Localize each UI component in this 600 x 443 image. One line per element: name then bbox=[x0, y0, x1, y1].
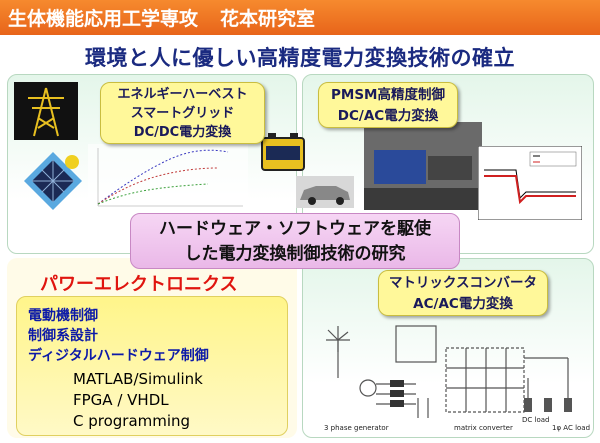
topics-box bbox=[16, 296, 288, 436]
summary-line-1: ハードウェア・ソフトウェアを駆使 bbox=[159, 219, 431, 239]
matrix-topic-box: マトリックスコンバータ AC/AC電力変換 bbox=[378, 270, 548, 316]
matrix-converter-diagram: 3 phase generator matrix converter DC lo… bbox=[324, 325, 590, 432]
topic-digital-hardware: ディジタルハードウェア制御 bbox=[28, 348, 209, 364]
tool-fpga: FPGA / VHDL bbox=[73, 391, 169, 409]
power-tower-icon bbox=[14, 82, 78, 140]
label-ac-load: 1φ AC load bbox=[552, 424, 590, 432]
matrix-line-1: マトリックスコンバータ bbox=[388, 275, 538, 291]
main-title: 環境と人に優しい高精度電力変換技術の確立 bbox=[85, 46, 515, 70]
solar-panel-icon bbox=[24, 152, 82, 210]
summary-line-2: した電力変換制御技術の研究 bbox=[184, 244, 406, 264]
car-icon bbox=[296, 176, 354, 208]
pmsm-line-2: DC/AC電力変換 bbox=[337, 108, 439, 124]
label-converter: matrix converter bbox=[454, 424, 513, 432]
topic-control-design: 制御系設計 bbox=[28, 328, 98, 344]
battery-icon bbox=[261, 133, 305, 171]
department-name: 生体機能応用工学専攻 bbox=[8, 8, 199, 30]
label-dc-load: DC load bbox=[522, 416, 549, 424]
pmsm-topic-box: PMSM高精度制御 DC/AC電力変換 bbox=[318, 82, 458, 128]
motor-test-bench-photo bbox=[364, 122, 482, 210]
iv-curve-plot bbox=[88, 144, 248, 214]
topic-motor-control: 電動機制御 bbox=[28, 308, 98, 324]
lab-name: 花本研究室 bbox=[220, 8, 316, 30]
pmsm-line-1: PMSM高精度制御 bbox=[331, 87, 445, 103]
label-source: 3 phase generator bbox=[324, 424, 389, 432]
matrix-line-2: AC/AC電力変換 bbox=[413, 296, 513, 312]
energy-line-1: エネルギーハーベスト bbox=[117, 87, 248, 102]
tool-c: C programming bbox=[73, 412, 191, 430]
tool-matlab: MATLAB/Simulink bbox=[73, 370, 203, 388]
energy-line-2: スマートグリッド bbox=[130, 106, 235, 121]
energy-line-3: DC/DC電力変換 bbox=[133, 125, 232, 140]
waveform-plot bbox=[478, 146, 582, 220]
research-summary-box: ハードウェア・ソフトウェアを駆使 した電力変換制御技術の研究 bbox=[130, 213, 460, 269]
header-bar: 生体機能応用工学専攻花本研究室 bbox=[0, 0, 600, 38]
power-electronics-title: パワーエレクトロニクス bbox=[40, 274, 238, 295]
energy-topic-box: エネルギーハーベスト スマートグリッド DC/DC電力変換 bbox=[100, 82, 265, 144]
